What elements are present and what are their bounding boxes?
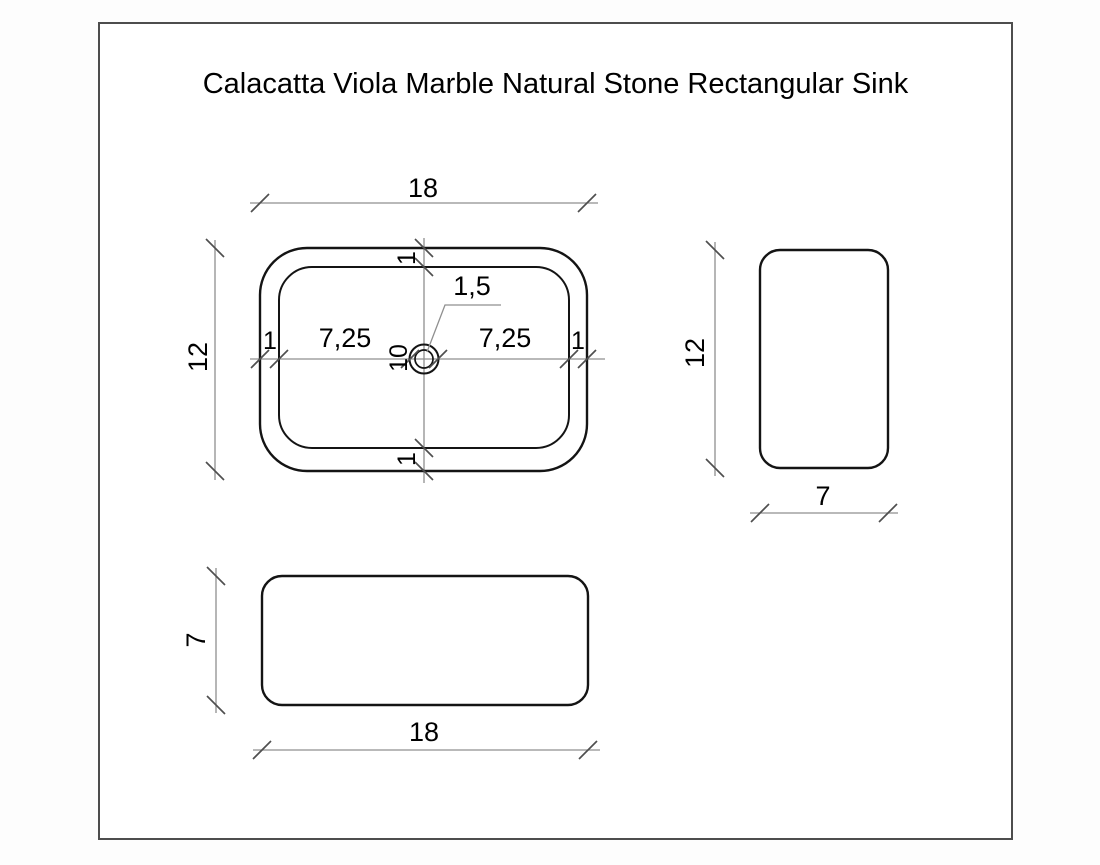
dimension-tick (414, 461, 434, 481)
wall-top-label: 1 (393, 251, 421, 265)
dimension-tick (414, 257, 434, 277)
dimension-tick (206, 695, 226, 715)
dimension-tick (414, 438, 434, 458)
front-height-label: 7 (181, 632, 211, 647)
side-height-dimension: 12 (680, 240, 725, 478)
side-height-label: 12 (680, 338, 710, 368)
side-outline (758, 248, 890, 470)
basin-right-span-label: 7,25 (479, 323, 532, 353)
dimension-tick (559, 349, 579, 369)
dimension-tick (577, 193, 597, 213)
front-view: 7 18 (181, 566, 600, 760)
dimension-tick (250, 349, 270, 369)
side-depth-label: 7 (815, 481, 830, 511)
dimension-tick (750, 503, 770, 523)
dimension-tick (414, 238, 434, 258)
inner-depth-label: 10 (385, 344, 413, 372)
wall-left-label: 1 (263, 327, 277, 355)
dimension-tick (206, 566, 226, 586)
dimension-tick (400, 349, 420, 369)
dimension-tick (252, 740, 272, 760)
wall-bottom-label: 1 (393, 452, 421, 466)
side-depth-dimension: 7 (750, 481, 898, 523)
drain-diameter-label: 1,5 (453, 271, 491, 301)
dimension-tick (577, 349, 597, 369)
dimension-tick (205, 238, 225, 258)
side-view: 12 7 (680, 240, 898, 523)
front-outline (260, 574, 590, 707)
drawing-frame (98, 22, 1013, 840)
plan-width-dimension: 18 (250, 173, 598, 213)
plan-depth-dimension: 12 (183, 238, 225, 481)
dimension-tick (250, 193, 270, 213)
front-width-label: 18 (409, 717, 439, 747)
wall-right-label: 1 (571, 327, 585, 355)
plan-view: 18 12 (183, 173, 605, 483)
plan-width-label: 18 (408, 173, 438, 203)
drawing-title: Calacatta Viola Marble Natural Stone Rec… (202, 68, 909, 100)
dimension-tick (705, 458, 725, 478)
dimension-tick (205, 461, 225, 481)
basin-left-span-label: 7,25 (319, 323, 372, 353)
dimension-tick (578, 740, 598, 760)
front-height-dimension: 7 (181, 566, 226, 715)
front-width-dimension: 18 (252, 717, 600, 760)
dimension-tick (428, 349, 448, 369)
dimension-tick (878, 503, 898, 523)
dimension-tick (705, 240, 725, 260)
drain-leader-line (426, 304, 501, 353)
dimension-tick (269, 349, 289, 369)
plan-depth-label: 12 (183, 342, 213, 372)
drain-inner-circle (414, 349, 434, 369)
